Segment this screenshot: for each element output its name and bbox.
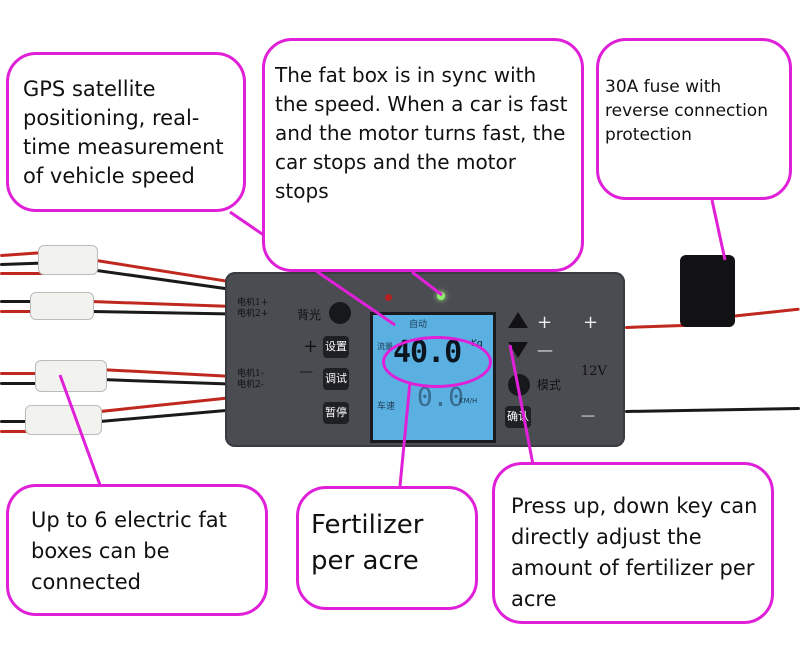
- connector-3: [35, 360, 107, 392]
- fertilizer-callout: Fertilizer per acre: [296, 486, 478, 610]
- fuse-holder: [680, 255, 735, 327]
- up-arrow-button[interactable]: [508, 312, 528, 328]
- pause-button[interactable]: 暂停: [323, 402, 349, 424]
- plus-label-left: +: [303, 336, 319, 357]
- plus-label-center: +: [537, 312, 553, 333]
- speed-label: 车速: [377, 402, 396, 412]
- gps-callout-text: GPS satellite positioning, real-time mea…: [23, 77, 224, 188]
- minus-label-right: —: [581, 408, 595, 424]
- mode-label: 模式: [537, 378, 562, 392]
- gps-callout: GPS satellite positioning, real-time mea…: [6, 52, 246, 212]
- auto-label: 自动: [409, 320, 428, 330]
- boxes-callout-text: Up to 6 electric fat boxes can be connec…: [31, 508, 227, 594]
- sync-callout: The fat box is in sync with the speed. W…: [262, 38, 584, 272]
- motor-negative-label: 电机1- 电机2-: [237, 369, 264, 390]
- voltage-label: 12V: [581, 364, 607, 379]
- fuse-callout-text: 30A fuse with reverse connection protect…: [605, 77, 768, 145]
- connector-1: [38, 245, 98, 275]
- minus-label-center: —: [537, 340, 553, 359]
- pointer-sync: [411, 270, 443, 297]
- speed-value: 0.0: [417, 383, 464, 413]
- debug-button[interactable]: 调试: [323, 368, 349, 390]
- flow-label: 流量: [377, 342, 393, 351]
- connector-2: [30, 292, 94, 320]
- pointer-boxes: [58, 374, 102, 486]
- adjust-callout: Press up, down key can directly adjust t…: [492, 462, 774, 624]
- pointer-fuse: [710, 199, 727, 261]
- motor-positive-label: 电机1+ 电机2+: [237, 298, 269, 319]
- adjust-callout-text: Press up, down key can directly adjust t…: [511, 494, 758, 611]
- backlight-button[interactable]: [329, 302, 351, 324]
- connector-4: [25, 405, 102, 435]
- boxes-callout: Up to 6 electric fat boxes can be connec…: [6, 484, 268, 616]
- speed-unit: KM/H: [459, 397, 478, 405]
- highlight-ring: [382, 336, 492, 388]
- red-led: [385, 294, 392, 301]
- fuse-callout: 30A fuse with reverse connection protect…: [596, 38, 792, 200]
- pointer-fertilizer: [398, 381, 412, 487]
- pointer-adjust: [508, 344, 537, 476]
- settings-button[interactable]: 设置: [323, 336, 349, 358]
- minus-label-left: —: [299, 364, 313, 380]
- backlight-label: 背光: [297, 308, 322, 322]
- plus-label-right: +: [583, 312, 599, 333]
- sync-callout-text: The fat box is in sync with the speed. W…: [275, 63, 568, 203]
- fertilizer-callout-text: Fertilizer per acre: [311, 510, 424, 576]
